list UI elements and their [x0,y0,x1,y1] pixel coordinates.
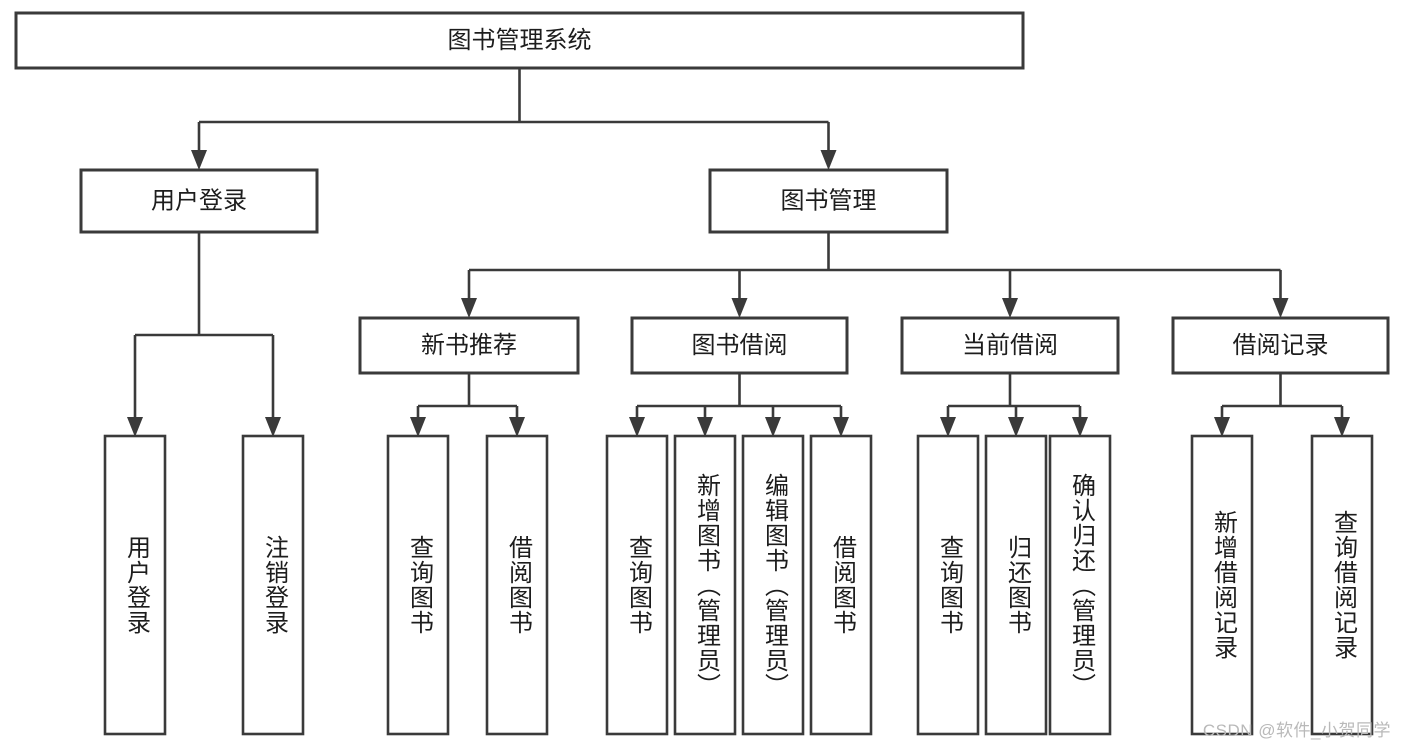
connector-level2-1-arrow-0 [629,417,645,437]
connector-level2-2-arrow-1 [1008,417,1024,437]
connector-level2-3-arrow-1 [1334,417,1350,437]
node-box-level1-0[interactable] [79,168,319,234]
arrow-level1-to-level2-3 [1272,298,1289,318]
connector-user-login-arrow-0 [127,417,143,437]
arrow-level1-to-level2-0 [461,298,477,318]
node-label-level2-1: 图书借阅 [692,332,788,359]
node-label-level2-0: 新书推荐 [421,332,517,359]
node-box-root[interactable] [14,11,1025,70]
leaf-box-6[interactable] [741,434,805,736]
connector-level2-0-arrow-0 [410,417,426,437]
arrow-root-to-level1-0 [191,150,207,170]
node-label-level2-3: 借阅记录 [1233,332,1329,359]
node-label-level1-1: 图书管理 [781,187,877,214]
node-label-level1-0: 用户登录 [151,187,247,214]
leaf-box-5[interactable] [673,434,737,736]
connector-level2-2-arrow-2 [1072,417,1088,437]
connector-lines [127,68,1350,437]
arrow-level1-to-level2-1 [731,298,748,318]
node-box-level2-3[interactable] [1171,316,1390,375]
leaf-box-8[interactable] [916,434,980,736]
connector-user-login-arrow-1 [265,417,281,437]
connector-level2-0-arrow-1 [509,417,525,437]
connector-level2-3-arrow-0 [1214,417,1230,437]
leaf-box-9[interactable] [984,434,1048,736]
node-box-level2-2[interactable] [900,316,1120,375]
connector-level2-1-arrow-2 [765,417,781,437]
connector-level2-2-arrow-0 [940,417,956,437]
leaf-box-0[interactable] [103,434,167,736]
leaf-box-1[interactable] [241,434,305,736]
leaf-box-3[interactable] [485,434,549,736]
node-label-level2-2: 当前借阅 [962,332,1058,359]
leaf-box-4[interactable] [605,434,669,736]
node-box-level2-0[interactable] [358,316,580,375]
node-box-level1-1[interactable] [708,168,949,234]
leaf-box-10[interactable] [1048,434,1112,736]
leaf-box-11[interactable] [1190,434,1254,736]
node-box-level2-1[interactable] [630,316,849,375]
connector-level2-1-arrow-1 [697,417,713,437]
arrow-level1-to-level2-2 [1002,298,1018,318]
leaf-box-7[interactable] [809,434,873,736]
node-boxes [14,11,1390,736]
arrow-root-to-level1-1 [820,150,837,170]
csdn-watermark: CSDN @软件_小贺同学 [1202,721,1391,740]
leaf-box-12[interactable] [1310,434,1374,736]
node-label-root: 图书管理系统 [448,27,592,54]
leaf-box-2[interactable] [386,434,450,736]
connector-level2-1-arrow-3 [833,417,849,437]
